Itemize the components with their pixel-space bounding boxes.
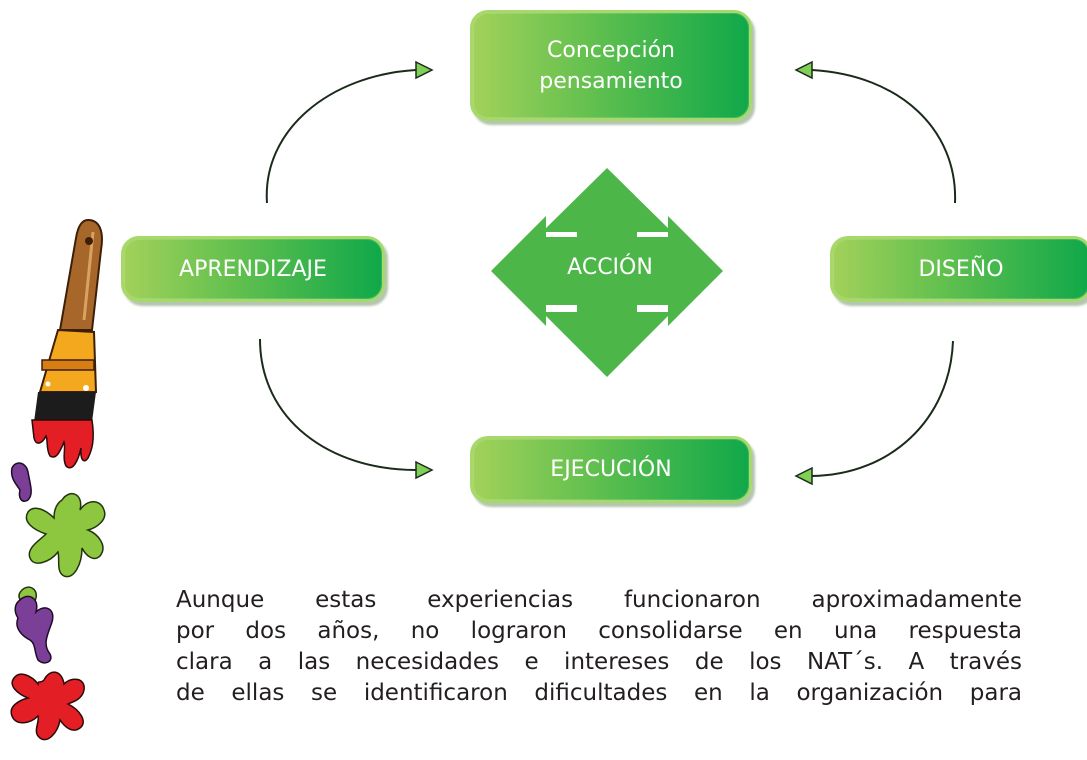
paragraph-line-3: clara a las necesidades e intereses de l… xyxy=(176,649,1022,675)
arrowhead-to-ejecucion-right xyxy=(794,466,813,486)
node-concepcion-line-1: Concepción xyxy=(547,37,675,63)
connector-diseno-to-ejecucion xyxy=(811,340,954,477)
node-concepcion-line-2: pensamiento xyxy=(539,68,683,94)
red-paint-drips xyxy=(31,419,94,469)
node-ejecucion-label: EJECUCIÓN xyxy=(550,457,672,482)
brush-bristles xyxy=(34,392,96,422)
node-aprendizaje: APRENDIZAJE xyxy=(121,236,385,302)
node-accion-label: ACCIÓN xyxy=(567,255,653,280)
paragraph-line-2: por dos años, no lograron consolidarse e… xyxy=(176,618,1022,644)
arrowhead-to-ejecucion-left xyxy=(415,460,434,480)
accion-cross-arrow xyxy=(491,168,723,377)
paintbrush-illustration xyxy=(10,218,106,741)
node-ejecucion: EJECUCIÓN xyxy=(470,436,752,503)
node-diseno: DISEÑO xyxy=(830,236,1087,302)
green-splatter xyxy=(25,492,106,578)
red-splatter xyxy=(10,671,85,741)
purple-drop-top xyxy=(10,462,32,502)
paragraph-line-1: Aunque estas experiencias funcionaron ap… xyxy=(176,587,1022,613)
arrowhead-to-concepcion-left xyxy=(415,60,434,80)
node-aprendizaje-label: APRENDIZAJE xyxy=(179,256,327,282)
brush-handle xyxy=(58,218,103,331)
paragraph-line-4: de ellas se identificaron dificultades e… xyxy=(176,680,1022,706)
connector-aprendizaje-to-ejecucion xyxy=(259,338,417,471)
node-diseno-label: DISEÑO xyxy=(918,256,1004,282)
arrowhead-to-concepcion-right xyxy=(794,60,813,80)
purple-splatter xyxy=(14,595,54,664)
connector-diseno-to-concepcion xyxy=(811,69,957,204)
connector-aprendizaje-to-concepcion xyxy=(265,69,417,204)
node-concepcion-pensamiento: Concepción pensamiento xyxy=(470,10,752,121)
body-paragraph: Aunque estas experiencias funcionaron ap… xyxy=(176,585,1022,709)
